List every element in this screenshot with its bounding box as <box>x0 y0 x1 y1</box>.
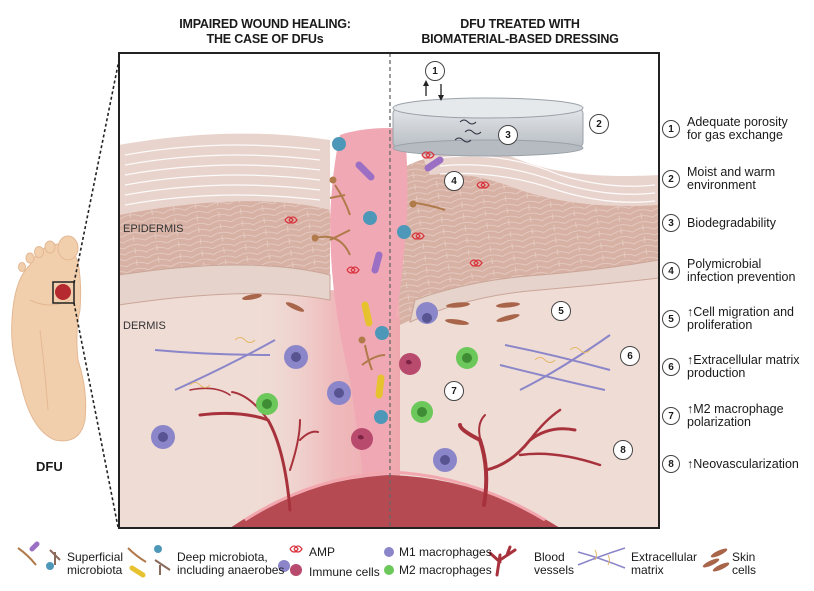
m2-macrophage-icons <box>256 347 478 423</box>
legend-text: Extracellular <box>631 550 698 564</box>
feature-number: 7 <box>662 407 680 425</box>
bacilli-icons <box>355 156 444 399</box>
scene-number-7: 7 <box>444 381 464 401</box>
feature-text: polarization <box>687 415 751 429</box>
feature-text: Moist and warm <box>687 165 776 179</box>
extracellular-matrix <box>154 334 611 391</box>
heading-line: THE CASE OF DFUs <box>206 32 324 46</box>
heading-line: IMPAIRED WOUND HEALING: <box>179 17 351 31</box>
dermis-label: DERMIS <box>123 320 166 332</box>
feature-text: ↑M2 macrophage <box>687 402 784 416</box>
legend-m2-macrophages: M2 macrophages <box>399 563 492 577</box>
legend-text: Blood <box>534 550 565 564</box>
feature-number: 3 <box>662 214 680 232</box>
legend-immune-cells: Immune cells <box>309 565 380 579</box>
feature-number: 1 <box>662 120 680 138</box>
scene-number-8: 8 <box>613 440 633 460</box>
legend-deep-microbiota: Deep microbiota,including anaerobes <box>177 551 284 577</box>
heading-treated: DFU TREATED WITH BIOMATERIAL-BASED DRESS… <box>380 17 660 47</box>
m1-macrophage-icons <box>151 302 457 472</box>
immune-cell-icons <box>351 353 421 450</box>
feature-item-8: 8 ↑Neovascularization <box>662 455 799 473</box>
feature-number: 4 <box>662 262 680 280</box>
dfu-label: DFU <box>36 459 63 474</box>
legend-text: vessels <box>534 563 575 577</box>
feature-number: 5 <box>662 310 680 328</box>
scene-number-3: 3 <box>498 125 518 145</box>
scene-number-6: 6 <box>620 346 640 366</box>
blood-vessel-tree <box>189 387 602 512</box>
feature-number: 2 <box>662 170 680 188</box>
amp-icons <box>284 151 490 274</box>
scene-number-5: 5 <box>551 301 571 321</box>
epidermis-label: EPIDERMIS <box>123 223 184 235</box>
scene-number-1: 1 <box>425 61 445 81</box>
feature-number: 8 <box>662 455 680 473</box>
feature-text: Polymicrobial <box>687 257 762 271</box>
feature-text: ↑Extracellular matrix <box>687 353 800 367</box>
legend-text: Skin <box>732 550 756 564</box>
cocci-icons <box>332 137 411 424</box>
foot-illustration <box>11 54 121 528</box>
feature-text: infection prevention <box>687 270 796 284</box>
dressing-disc <box>392 80 584 157</box>
legend-text: including anaerobes <box>177 563 285 577</box>
feature-text: Adequate porosity <box>687 115 788 129</box>
feature-text: proliferation <box>687 318 753 332</box>
skin-cross-section <box>119 53 659 528</box>
ulcer-zoom-box <box>52 281 75 304</box>
feature-text: for gas exchange <box>687 128 783 142</box>
legend-text: Deep microbiota, <box>177 550 268 564</box>
feature-text: ↑Neovascularization <box>687 456 799 471</box>
legend-text: microbiota <box>67 563 123 577</box>
heading-impaired-healing: IMPAIRED WOUND HEALING: THE CASE OF DFUs <box>160 17 370 47</box>
heading-line: DFU TREATED WITH <box>460 17 580 31</box>
scene-number-4: 4 <box>444 171 464 191</box>
legend-amp: AMP <box>309 545 336 559</box>
feature-text: ↑Cell migration and <box>687 305 794 319</box>
legend-m1-macrophages: M1 macrophages <box>399 545 492 559</box>
filamentous-microbiota <box>314 184 446 371</box>
legend-text: cells <box>732 563 757 577</box>
feature-text: Biodegradability <box>687 215 776 230</box>
legend-text: matrix <box>631 563 664 577</box>
panel-border <box>118 52 660 529</box>
feature-number: 6 <box>662 358 680 376</box>
feature-text: production <box>687 366 746 380</box>
ulcer-icon <box>55 284 71 300</box>
heading-line: BIOMATERIAL-BASED DRESSING <box>421 32 619 46</box>
scene-number-2: 2 <box>589 114 609 134</box>
feature-text: environment <box>687 178 756 192</box>
feature-item-3: 3 Biodegradability <box>662 214 776 232</box>
legend-text: Superficial <box>67 550 124 564</box>
skin-cell-icons <box>242 293 520 325</box>
legend-icons <box>17 541 730 578</box>
